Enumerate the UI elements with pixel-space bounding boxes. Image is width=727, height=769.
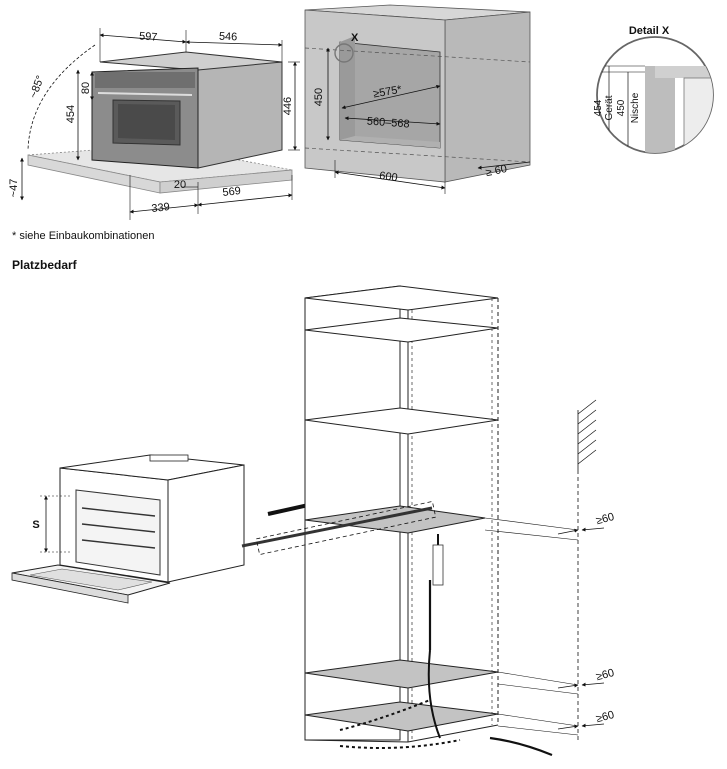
dim-20: 20 xyxy=(174,179,186,191)
label-s: S xyxy=(32,519,39,531)
dim-454: 454 xyxy=(65,105,77,123)
section-title: Platzbedarf xyxy=(12,258,77,272)
clearance-label-3: ≥60 xyxy=(595,709,616,725)
tall-cabinet xyxy=(241,285,553,757)
dim-339: 339 xyxy=(151,201,171,215)
oven-open-door: S xyxy=(11,454,245,604)
detail-label-geraet: Gerät xyxy=(604,95,615,120)
dim-450: 450 xyxy=(313,88,325,106)
dim-560-568: 560–568 xyxy=(366,116,410,131)
wall-hatch xyxy=(577,399,597,740)
marker-x: X xyxy=(351,32,359,44)
dim-ge60: ≥ 60 xyxy=(485,163,508,179)
space-requirement-drawing: S xyxy=(11,285,616,757)
appliance-dimension-drawing: 597 546 454 80 446 ~85° ~47 20 569 339 xyxy=(8,28,300,220)
detail-dim-450: 450 xyxy=(616,99,627,116)
dim-597: 597 xyxy=(139,30,158,43)
dim-546: 546 xyxy=(219,31,238,44)
dim-80: 80 xyxy=(80,82,92,94)
dim-575: ≥575* xyxy=(372,84,403,101)
detail-dim-454: 454 xyxy=(593,99,604,116)
dim-47: ~47 xyxy=(8,179,20,198)
dim-600: 600 xyxy=(378,170,398,184)
detail-x-circle: Detail X 454 Gerät 450 Nische xyxy=(593,25,714,154)
niche-dimension-drawing: X 450 ≥575* 560–568 600 ≥ 60 xyxy=(304,4,531,194)
footnote: * siehe Einbaukombinationen xyxy=(12,230,155,242)
clearance-label-1: ≥60 xyxy=(595,511,616,527)
detail-label-nische: Nische xyxy=(630,92,641,123)
dim-569: 569 xyxy=(222,185,242,199)
detail-title: Detail X xyxy=(629,25,670,37)
dim-446: 446 xyxy=(282,97,294,115)
clearance-label-2: ≥60 xyxy=(595,667,616,683)
